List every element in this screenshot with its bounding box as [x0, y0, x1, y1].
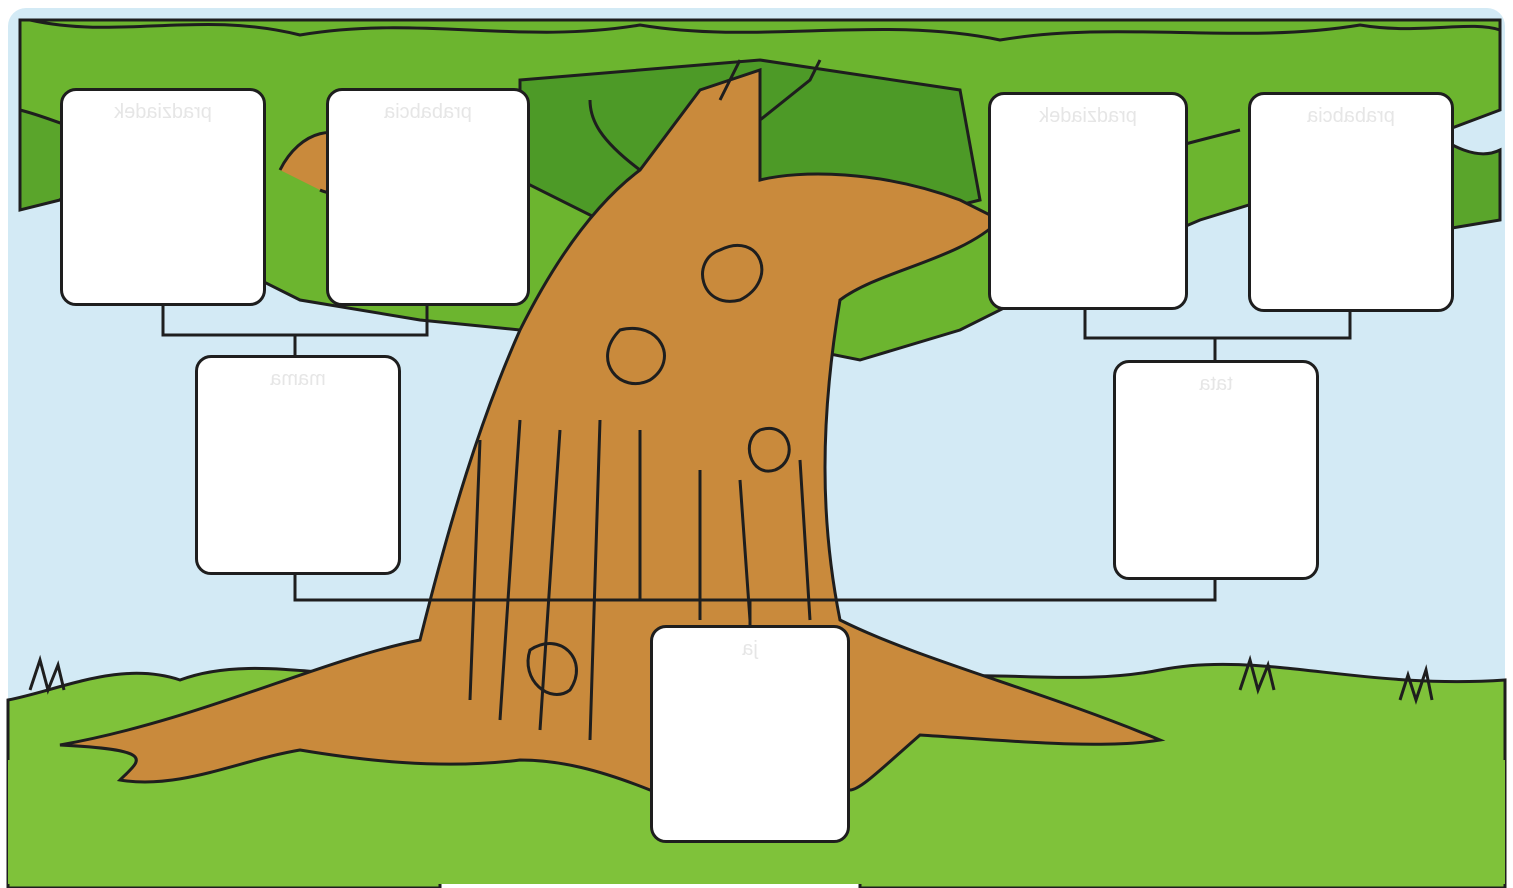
- box-label: mama: [198, 368, 398, 391]
- box-label: tata: [1116, 373, 1316, 396]
- box-great-grandfather-left[interactable]: pradziadek: [60, 88, 266, 306]
- box-label: pradziadek: [991, 105, 1185, 128]
- box-great-grandfather-right[interactable]: pradziadek: [988, 92, 1188, 310]
- box-label: pradziadek: [63, 101, 263, 124]
- box-label: ja: [653, 638, 847, 661]
- box-father[interactable]: tata: [1113, 360, 1319, 580]
- box-child[interactable]: ja: [650, 625, 850, 843]
- box-great-grandmother-left[interactable]: prababcia: [326, 88, 530, 306]
- box-mother[interactable]: mama: [195, 355, 401, 575]
- box-label: prababcia: [1251, 105, 1451, 128]
- box-great-grandmother-right[interactable]: prababcia: [1248, 92, 1454, 312]
- box-label: prababcia: [329, 101, 527, 124]
